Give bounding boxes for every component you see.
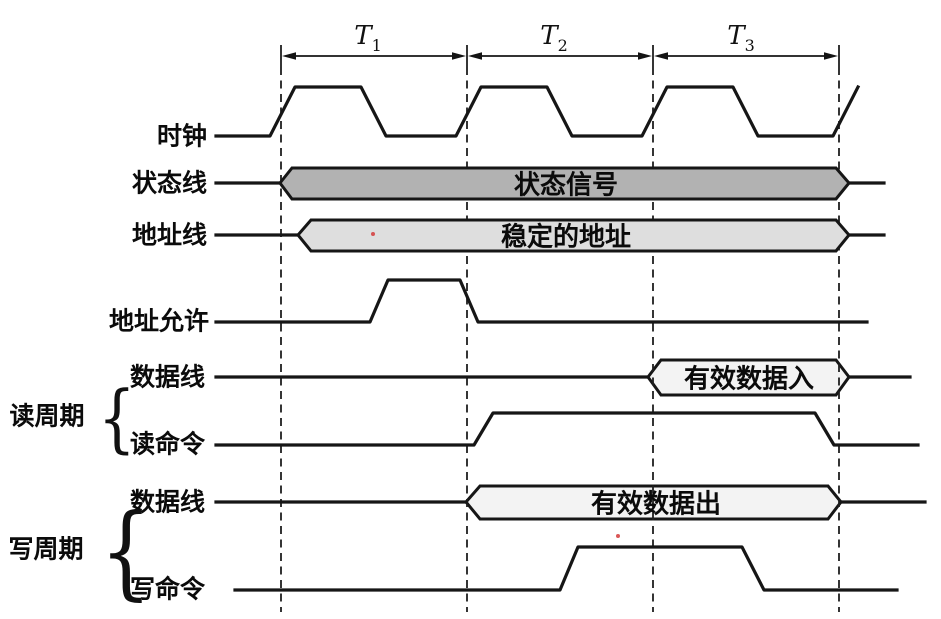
t3-period-label: T3 [727, 21, 755, 55]
stray-dot-1 [371, 232, 375, 236]
stray-dot-2 [616, 534, 620, 538]
write-command-waveform [233, 545, 899, 592]
address-line-label: 地址线 [132, 221, 207, 250]
t2-arrowhead-right [638, 52, 652, 60]
t2-period-label: T2 [540, 21, 568, 55]
period-arrows: T1 T2 T3 [282, 21, 838, 60]
read-data-line-label: 数据线 [130, 363, 205, 392]
valid-data-out-text: 有效数据出 [591, 489, 721, 519]
read-command-label: 读命令 [130, 430, 206, 459]
read-cycle-brace: { [98, 375, 136, 461]
t1-period-label: T1 [354, 21, 382, 55]
t1-arrowhead-right [452, 52, 466, 60]
address-enable-label: 地址允许 [109, 307, 209, 336]
write-data-line-label: 数据线 [130, 488, 205, 517]
write-cycle-group-label: 写周期 [8, 536, 83, 564]
period-separators [280, 45, 840, 612]
t3-arrowhead-left [654, 52, 668, 60]
valid-data-in-text: 有效数据入 [684, 364, 814, 394]
write-cycle-brace: { [100, 491, 152, 610]
read-cycle-group-label: 读周期 [9, 403, 84, 431]
t2-arrowhead-left [468, 52, 482, 60]
read-command-waveform [214, 411, 920, 447]
status-signal-text: 状态信号 [514, 170, 618, 200]
status-line-label: 状态线 [132, 169, 207, 198]
clock-label: 时钟 [157, 123, 207, 151]
address-enable-waveform [214, 278, 869, 324]
clock-waveform [214, 84, 861, 138]
write-command-label: 写命令 [130, 575, 206, 604]
stable-address-text: 稳定的地址 [501, 222, 631, 252]
t1-arrowhead-left [282, 52, 296, 60]
t3-arrowhead-right [824, 52, 838, 60]
